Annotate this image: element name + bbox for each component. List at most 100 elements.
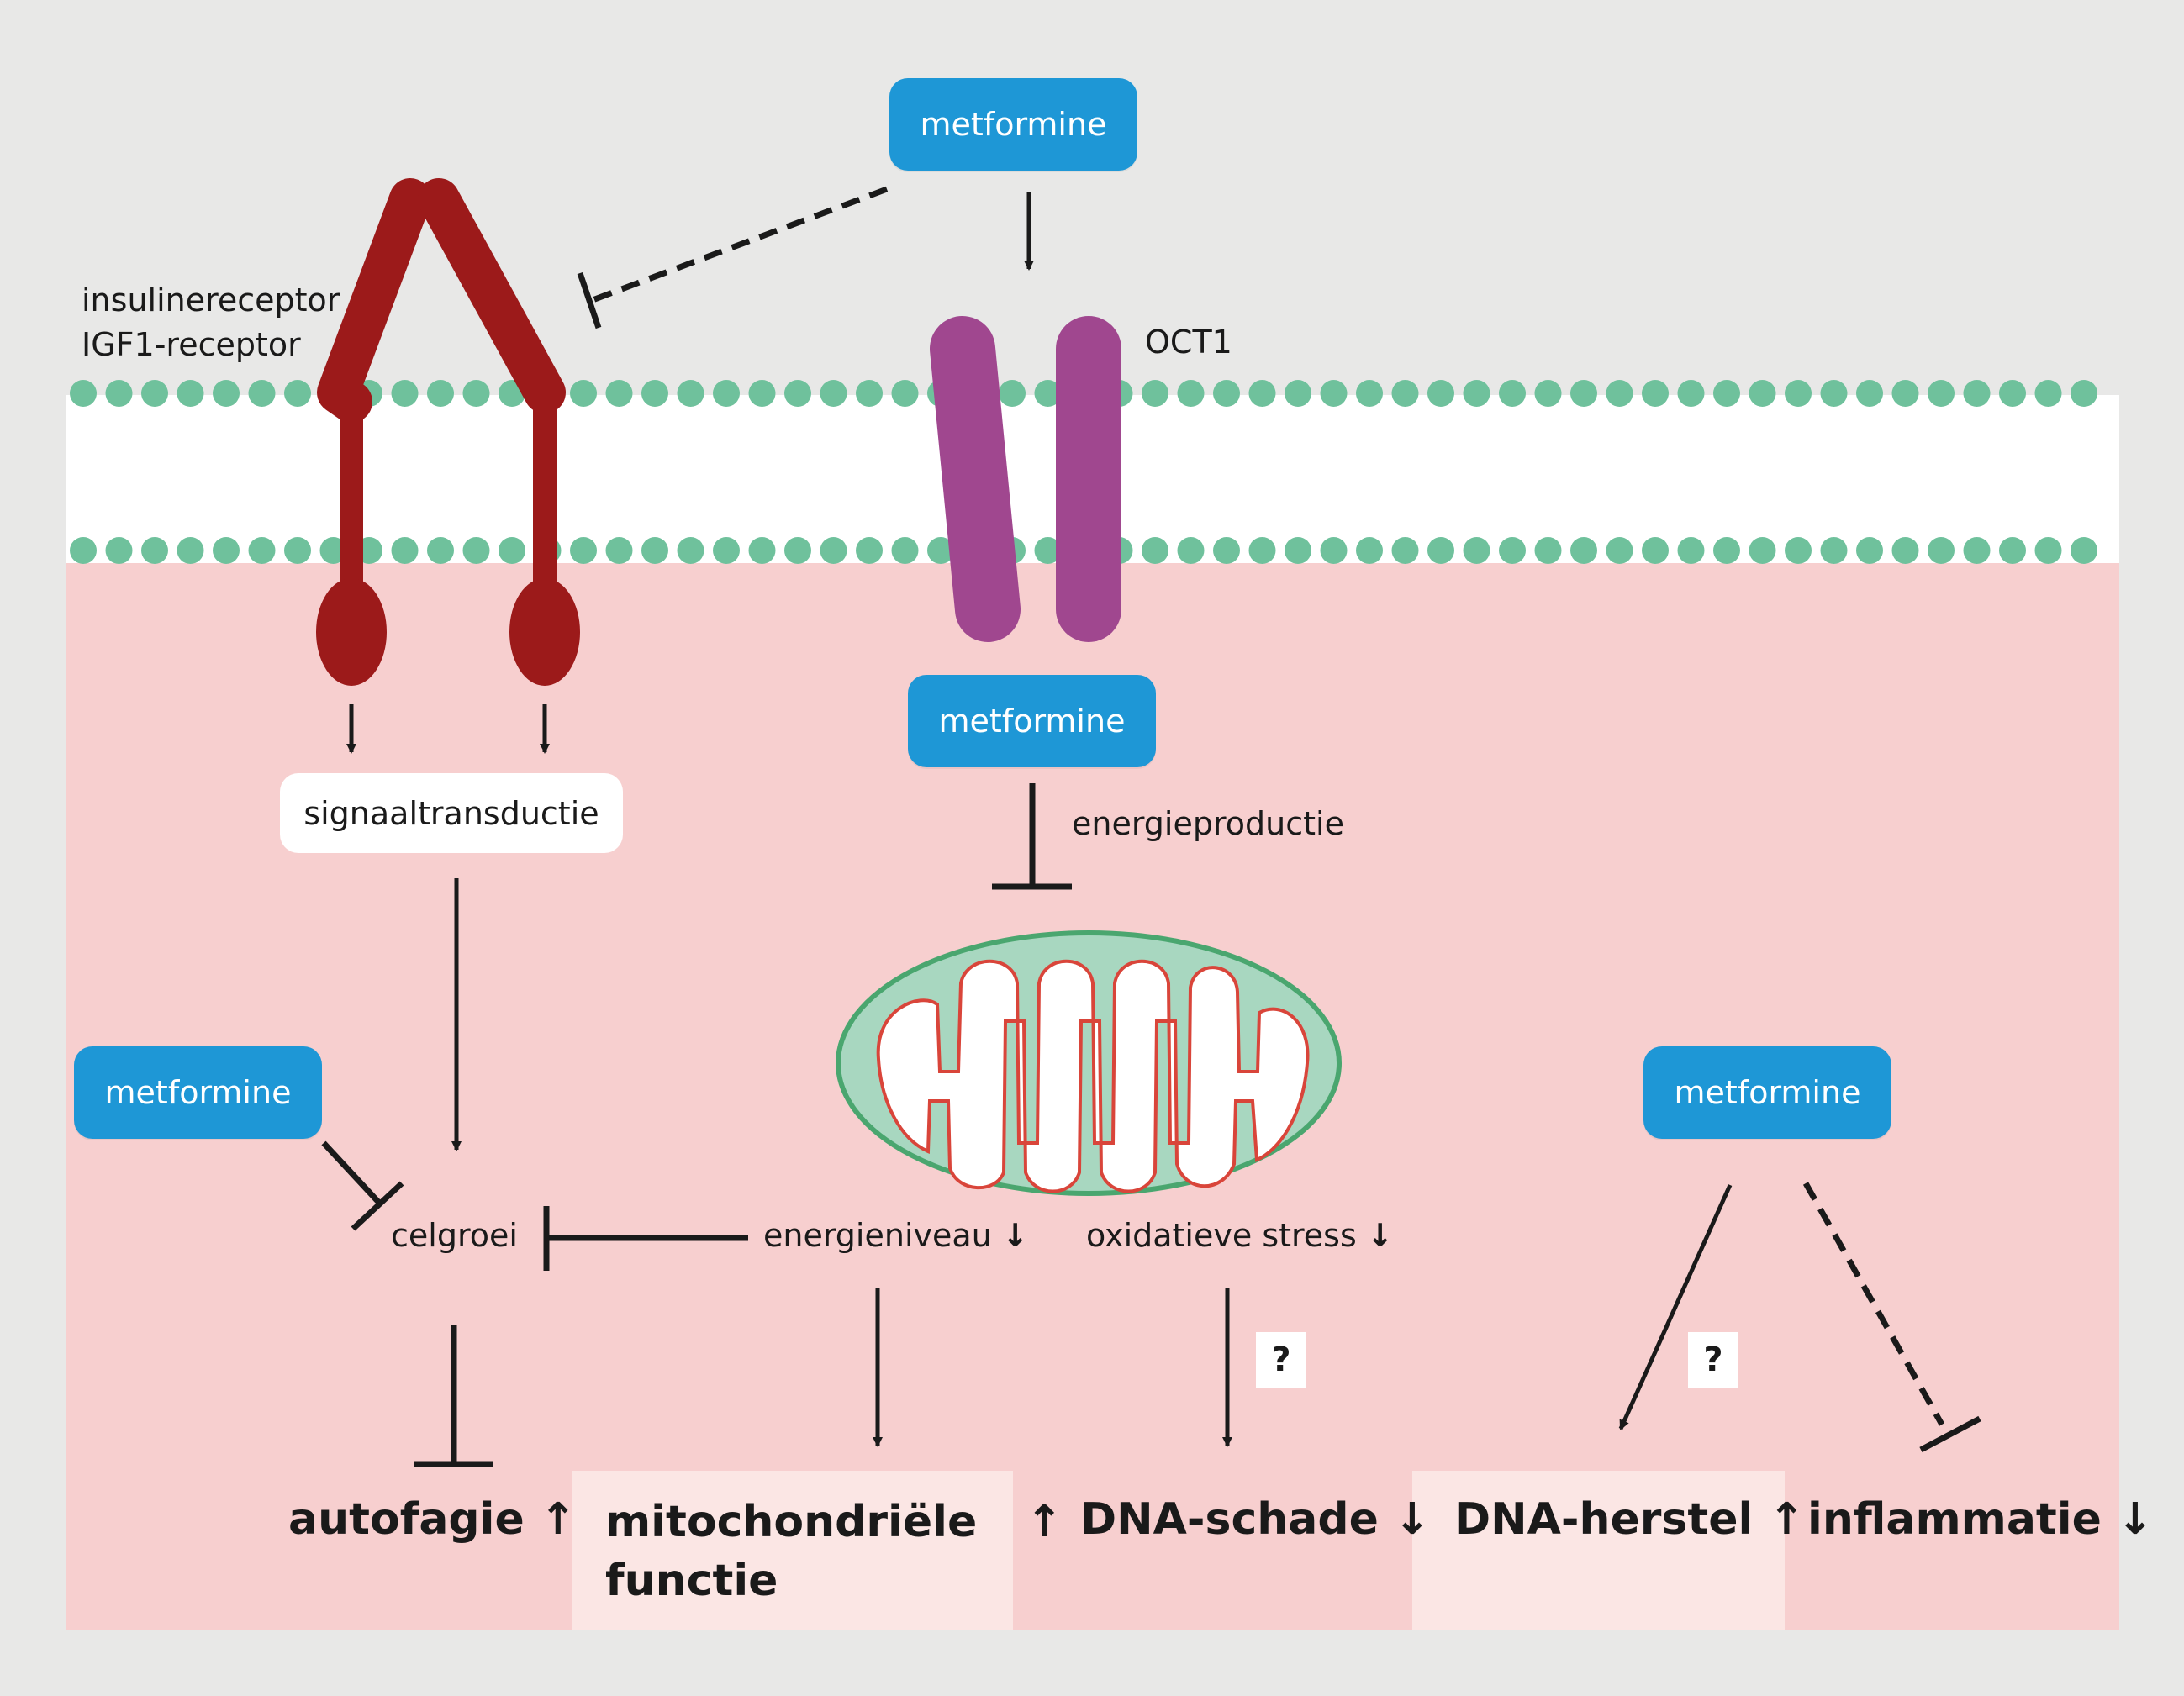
outcome-dna-damage: DNA-schade ↓ [1080, 1492, 1431, 1549]
phospholipid-head [1713, 380, 1740, 407]
phospholipid-head [1642, 380, 1669, 407]
arrow-down-icon: ↓ [1001, 1217, 1029, 1254]
phospholipid-head [1034, 537, 1062, 564]
phospholipid-head [1285, 380, 1311, 407]
phospholipid-head [784, 380, 811, 407]
phospholipid-head [2071, 537, 2097, 564]
inhibitions [321, 186, 1981, 1467]
cell-growth-label: celgroei [391, 1217, 518, 1254]
phospholipid-head [1677, 537, 1705, 564]
insulin-receptor-icon [316, 178, 580, 686]
phospholipid-head [141, 380, 168, 407]
phospholipid-head [927, 537, 954, 564]
dna-damage-text: DNA-schade [1080, 1494, 1379, 1545]
metformine-right: metformine [1643, 1046, 1891, 1139]
arrow-up-icon: ↑ [1026, 1497, 1063, 1547]
phospholipid-head [1248, 380, 1276, 407]
phospholipid-head [462, 380, 490, 407]
phospholipid-head [1213, 380, 1240, 407]
outcome-inflammation: inflammatie ↓ [1807, 1492, 2154, 1549]
phospholipid-head [1213, 537, 1240, 564]
phospholipid-head [1534, 537, 1562, 564]
phospholipid-head [1928, 537, 1955, 564]
oct1-transporter-icon [930, 316, 1121, 642]
phospholipid-head [2034, 380, 2062, 407]
phospholipid-head [141, 537, 168, 564]
phospholipid-head [713, 380, 740, 407]
phospholipid-head [570, 537, 597, 564]
phospholipid-head [748, 380, 776, 407]
outcome-mito-function-line1: mitochondriële ↑ [605, 1494, 1063, 1551]
question-mark-2: ? [1688, 1332, 1738, 1388]
phospholipid-head [105, 537, 133, 564]
mito-function-text-1: mitochondriële [605, 1497, 978, 1547]
arrow-metformine-dnarepair [1618, 1183, 1733, 1430]
metformine-left: metformine [74, 1046, 322, 1139]
phospholipid-head [820, 380, 847, 407]
phospholipid-head [891, 380, 919, 407]
phospholipid-head [999, 380, 1026, 407]
inhibit-dashed-inflammation [1802, 1182, 1945, 1426]
phospholipid-head [427, 537, 454, 564]
oxidative-stress-text: oxidatieve stress [1086, 1217, 1357, 1254]
phospholipid-head [713, 537, 740, 564]
phospholipid-head [1963, 537, 1991, 564]
phospholipid-head [1606, 537, 1633, 564]
phospholipid-head [177, 537, 204, 564]
arrow-down-icon: ↓ [2117, 1494, 2154, 1545]
phospholipid-head [1749, 380, 1776, 407]
arrow-up-icon: ↑ [1768, 1494, 1806, 1545]
phospholipid-head [1356, 380, 1383, 407]
phospholipid-head [784, 537, 811, 564]
inhibit-dashed-receptor [591, 186, 889, 303]
phospholipid-head [1856, 380, 1883, 407]
phospholipid-head [1534, 380, 1562, 407]
phospholipid-head [1177, 537, 1205, 564]
signal-transduction-box: signaaltransductie [280, 773, 623, 853]
phospholipid-head [1499, 380, 1526, 407]
phospholipid-head [462, 537, 490, 564]
autophagy-text: autofagie [288, 1494, 525, 1545]
phospholipid-head [677, 380, 704, 407]
phospholipid-head [1463, 537, 1490, 564]
phospholipid-head [105, 380, 133, 407]
phospholipid-head [177, 380, 204, 407]
receptor-label-2: IGF1-receptor [82, 326, 301, 363]
phospholipid-head [2034, 537, 2062, 564]
phospholipid-head [748, 537, 776, 564]
inflammation-text: inflammatie [1807, 1494, 2102, 1545]
phospholipid-head [1463, 380, 1490, 407]
phospholipid-head [1142, 380, 1168, 407]
phospholipid-head [391, 380, 419, 407]
phospholipid-head [1427, 537, 1454, 564]
phospholipid-head [1285, 537, 1311, 564]
phospholipid-head [1570, 380, 1597, 407]
phospholipid-head [1749, 537, 1776, 564]
phospholipid-head [1891, 537, 1919, 564]
phospholipid-head [605, 537, 633, 564]
phospholipid-head [1320, 380, 1348, 407]
phospholipid-head [391, 537, 419, 564]
phospholipid-head [284, 537, 311, 564]
phospholipid-head [248, 537, 276, 564]
phospholipid-head [1677, 380, 1705, 407]
phospholipid-head [820, 537, 847, 564]
phospholipid-head [1248, 537, 1276, 564]
phospholipid-head [70, 380, 97, 407]
outcome-mito-function-line2: functie [605, 1556, 778, 1606]
phospholipid-head [427, 380, 454, 407]
energy-production-label: energieproductie [1072, 805, 1344, 842]
phospholipid-head [856, 380, 883, 407]
phospholipid-head [1606, 380, 1633, 407]
outcome-autophagy: autofagie ↑ [288, 1492, 576, 1549]
phospholipid-head [677, 537, 704, 564]
arrow-down-icon: ↓ [1394, 1494, 1431, 1545]
phospholipid-head [1427, 380, 1454, 407]
phospholipid-head [1034, 380, 1062, 407]
phospholipid-head [1713, 537, 1740, 564]
phospholipid-head [1320, 537, 1348, 564]
phospholipid-head [570, 380, 597, 407]
phospholipid-head [641, 380, 668, 407]
receptor-label-1: insulinereceptor [82, 282, 340, 319]
outcome-dna-repair: DNA-herstel ↑ [1454, 1492, 1805, 1549]
